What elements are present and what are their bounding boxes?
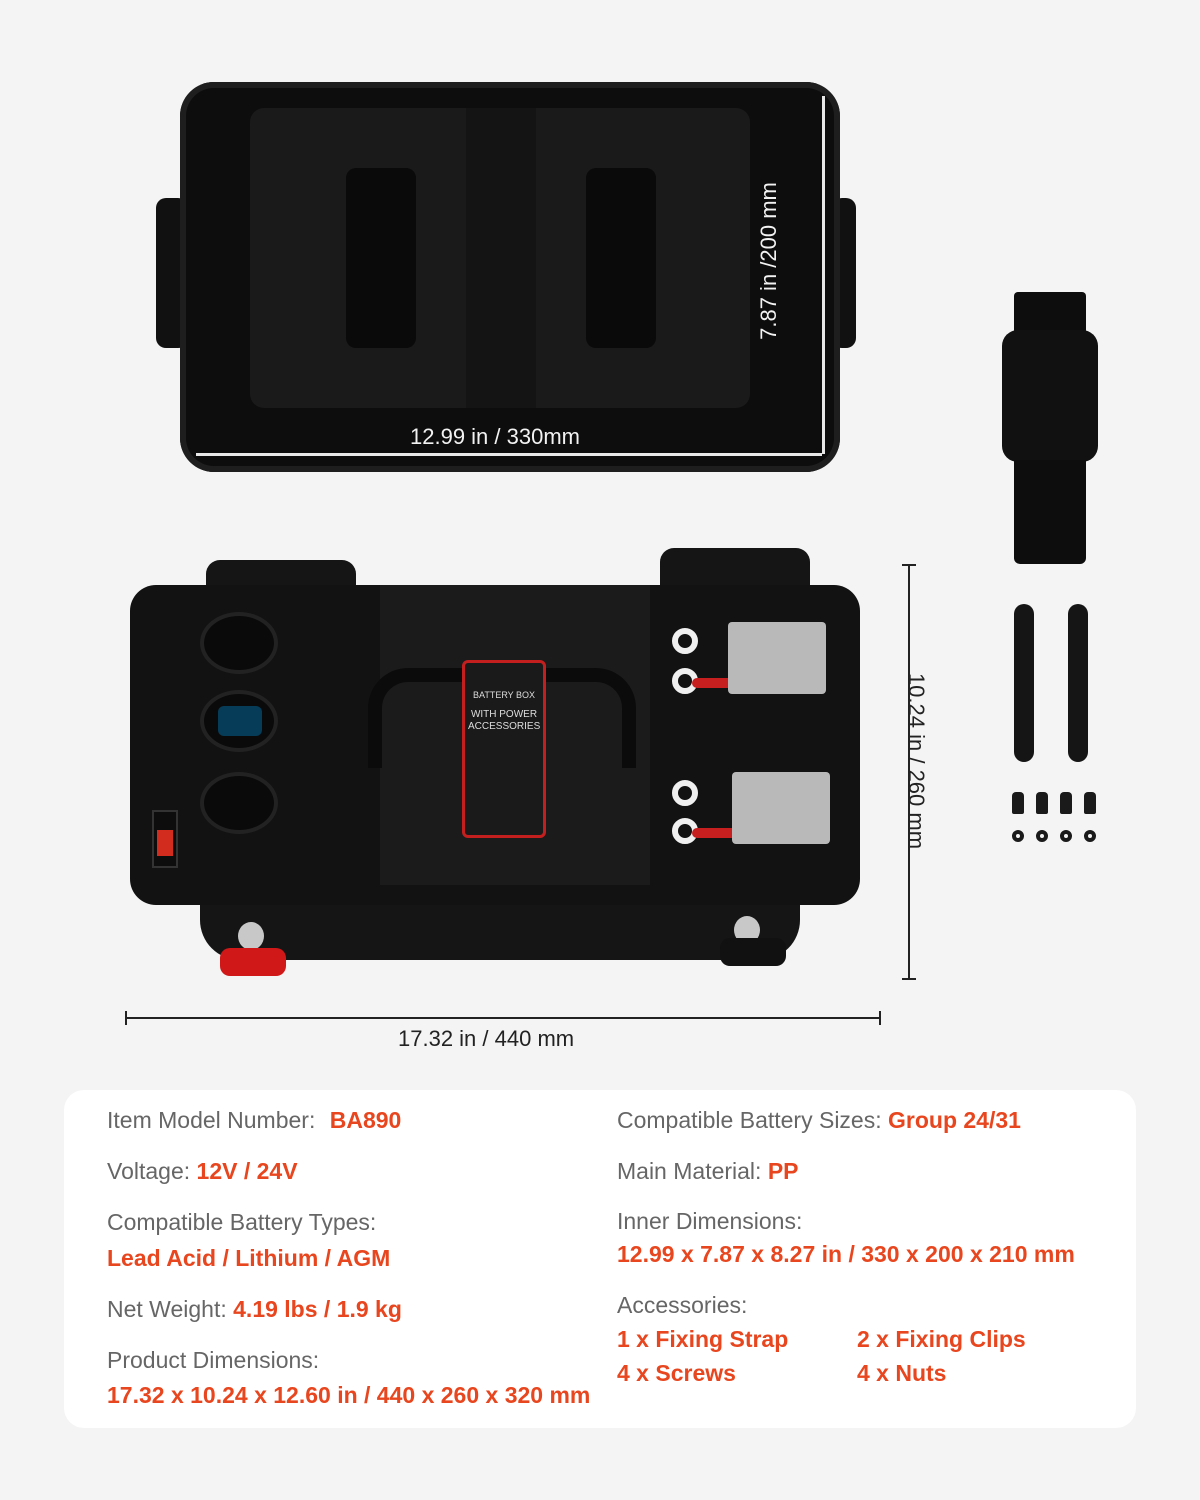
nut-icon xyxy=(1012,830,1024,842)
anderson-connector-icon xyxy=(732,772,830,844)
terminal-bolt-icon xyxy=(238,922,264,950)
box-height-label: 10.24 in / 260 mm xyxy=(904,672,930,850)
cigarette-socket-icon xyxy=(200,612,278,674)
tray-height-line xyxy=(822,96,825,454)
fixing-strap-top xyxy=(1014,292,1086,334)
accessory-item: 4 x Nuts xyxy=(857,1360,947,1386)
screw-icon xyxy=(1012,792,1024,814)
spec-weight-label: Net Weight: xyxy=(107,1296,227,1322)
reset-switch-rocker xyxy=(157,830,173,856)
spec-battery-sizes-value: Group 24/31 xyxy=(888,1107,1021,1133)
box-width-tick xyxy=(125,1011,127,1025)
positive-terminal-nut-icon xyxy=(220,948,286,976)
box-label-card xyxy=(462,660,546,838)
spec-model-label: Item Model Number: xyxy=(107,1107,316,1133)
nut-icon xyxy=(1036,830,1048,842)
negative-terminal-nut-icon xyxy=(720,938,786,966)
box-height-line xyxy=(908,564,910,980)
spec-material: Main Material: PP xyxy=(617,1158,799,1185)
tray-divider xyxy=(466,108,536,408)
spec-material-value: PP xyxy=(767,1158,799,1184)
box-label-title: BATTERY BOX xyxy=(472,690,536,700)
connector-port-ring xyxy=(672,628,698,654)
box-label-subtitle: WITH POWER ACCESSORIES xyxy=(468,709,541,732)
tray-width-label: 12.99 in / 330mm xyxy=(410,424,580,449)
spec-card xyxy=(64,1090,1136,1428)
nut-icon xyxy=(1084,830,1096,842)
spec-model-value: BA890 xyxy=(329,1107,402,1133)
spec-battery-types-value: Lead Acid / Lithium / AGM xyxy=(107,1245,391,1271)
spec-battery-types-label: Compatible Battery Types: xyxy=(107,1209,377,1235)
usb-socket-icon xyxy=(200,772,278,834)
voltmeter-display xyxy=(218,706,262,736)
box-height-tick xyxy=(902,564,916,566)
fixing-strap-bottom xyxy=(1014,460,1086,564)
connector-wire-red xyxy=(692,828,762,838)
spec-model: Item Model Number: BA890 xyxy=(107,1107,401,1134)
accessory-item: 1 x Fixing Strap xyxy=(617,1326,789,1352)
tray-height-label: 7.87 in /200 mm xyxy=(755,182,781,340)
box-label-text: BATTERY BOX WITH POWER ACCESSORIES xyxy=(468,690,540,733)
box-width-label: 17.32 in / 440 mm xyxy=(398,1026,575,1051)
spec-weight: Net Weight: 4.19 lbs / 1.9 kg xyxy=(107,1296,402,1323)
tray-slot-right xyxy=(586,168,656,348)
spec-inner-dims-label: Inner Dimensions: xyxy=(617,1208,803,1234)
spec-accessories-label: Accessories: xyxy=(617,1292,748,1318)
spec-product-dims-value: 17.32 x 10.24 x 12.60 in / 440 x 260 x 3… xyxy=(107,1382,591,1408)
nut-icon xyxy=(1060,830,1072,842)
connector-wire-red xyxy=(692,678,762,688)
spec-inner-dims-value: 12.99 x 7.87 x 8.27 in / 330 x 200 x 210… xyxy=(617,1241,1075,1267)
screw-icon xyxy=(1036,792,1048,814)
tray-slot-left xyxy=(346,168,416,348)
anderson-connector-icon xyxy=(728,622,826,694)
box-height-tick xyxy=(902,978,916,980)
accessory-item: 4 x Screws xyxy=(617,1360,736,1386)
box-width-line xyxy=(125,1017,881,1019)
box-width-tick xyxy=(879,1011,881,1025)
spec-battery-sizes: Compatible Battery Sizes: Group 24/31 xyxy=(617,1107,1021,1134)
accessory-item: 2 x Fixing Clips xyxy=(857,1326,1026,1352)
connector-port-ring xyxy=(672,780,698,806)
fixing-clip xyxy=(1014,604,1034,762)
spec-material-label: Main Material: xyxy=(617,1158,762,1184)
fixing-clip xyxy=(1068,604,1088,762)
spec-weight-value: 4.19 lbs / 1.9 kg xyxy=(233,1296,402,1322)
screw-icon xyxy=(1084,792,1096,814)
spec-voltage-value: 12V / 24V xyxy=(196,1158,298,1184)
spec-voltage: Voltage: 12V / 24V xyxy=(107,1158,298,1185)
tray-width-line xyxy=(196,453,822,456)
screw-icon xyxy=(1060,792,1072,814)
spec-product-dims-label: Product Dimensions: xyxy=(107,1347,320,1373)
spec-voltage-label: Voltage: xyxy=(107,1158,191,1184)
strap-buckle xyxy=(1002,330,1098,462)
spec-battery-sizes-label: Compatible Battery Sizes: xyxy=(617,1107,882,1133)
